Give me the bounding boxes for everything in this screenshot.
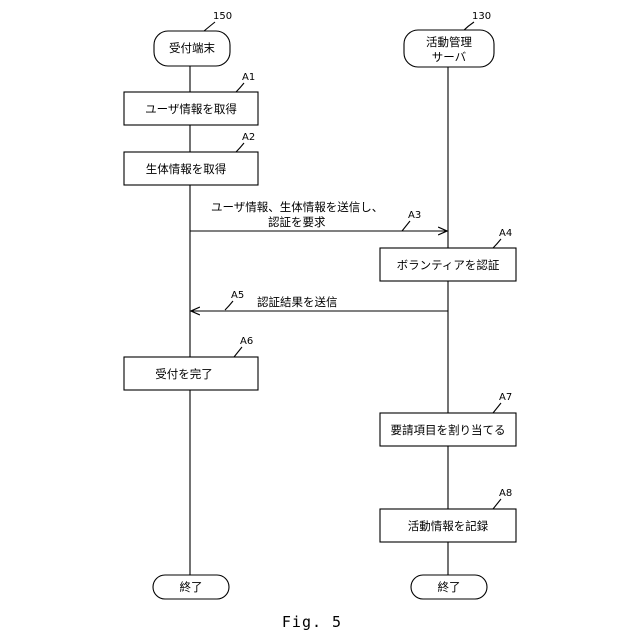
step-a4-label: ボランティアを認証 xyxy=(397,258,500,272)
terminal-start-node: 受付端末 xyxy=(154,31,230,66)
terminal-ref: 150 xyxy=(204,11,232,31)
step-a6-label: 受付を完了 xyxy=(155,367,213,381)
step-a8-tag: A8 xyxy=(499,488,512,499)
terminal-ref-number: 150 xyxy=(213,11,232,22)
step-a7-label: 要請項目を割り当てる xyxy=(391,423,506,437)
server-label-line2: サーバ xyxy=(432,50,467,64)
step-a6: A6 受付を完了 xyxy=(124,336,258,390)
step-a5-leader xyxy=(225,301,233,310)
step-a2-leader xyxy=(236,143,244,152)
step-a6-tag: A6 xyxy=(240,336,253,347)
step-a2: A2 生体情報を取得 xyxy=(124,132,258,185)
terminal-end-label: 終了 xyxy=(180,580,203,594)
figure-caption: Fig. 5 xyxy=(282,613,342,631)
step-a4-leader xyxy=(493,239,501,248)
terminal-label: 受付端末 xyxy=(169,41,215,55)
server-ref-number: 130 xyxy=(472,11,491,22)
step-a5: A5 認証結果を送信 xyxy=(191,290,448,311)
step-a7-tag: A7 xyxy=(499,392,512,403)
terminal-end-node: 終了 xyxy=(153,575,229,599)
terminal-ref-leader xyxy=(204,22,215,31)
step-a3-label-line2: 認証を要求 xyxy=(268,215,326,229)
server-end-node: 終了 xyxy=(411,575,487,599)
server-start-node: 活動管理 サーバ xyxy=(404,30,494,67)
step-a3-tag: A3 xyxy=(408,210,421,221)
step-a1-tag: A1 xyxy=(242,72,255,83)
server-end-label: 終了 xyxy=(438,580,461,594)
step-a2-tag: A2 xyxy=(242,132,255,143)
step-a4-tag: A4 xyxy=(499,228,512,239)
server-ref: 130 xyxy=(463,11,491,31)
server-label-line1: 活動管理 xyxy=(426,35,472,49)
step-a6-leader xyxy=(234,347,242,357)
step-a5-label: 認証結果を送信 xyxy=(257,295,338,309)
step-a3-label-line1: ユーザ情報、生体情報を送信し、 xyxy=(211,200,383,214)
step-a5-tag: A5 xyxy=(231,290,244,301)
step-a1: A1 ユーザ情報を取得 xyxy=(124,72,258,125)
step-a1-label: ユーザ情報を取得 xyxy=(145,102,237,116)
step-a8-label: 活動情報を記録 xyxy=(408,519,489,533)
step-a2-label: 生体情報を取得 xyxy=(146,162,227,176)
step-a3: ユーザ情報、生体情報を送信し、 認証を要求 A3 xyxy=(190,200,447,231)
step-a7-leader xyxy=(493,403,501,413)
step-a8-leader xyxy=(493,499,501,509)
step-a3-leader xyxy=(402,221,410,231)
step-a1-leader xyxy=(236,83,244,92)
